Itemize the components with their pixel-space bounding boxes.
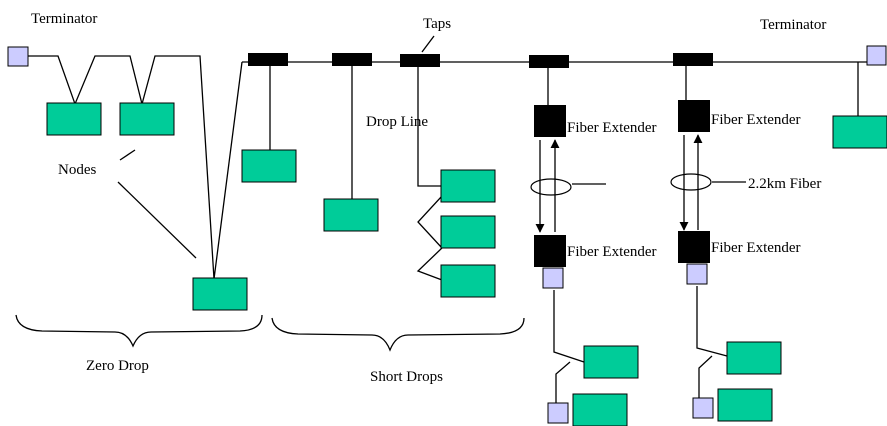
label-nodes: Nodes (58, 162, 96, 178)
fiber-extenders (534, 100, 710, 267)
node-short-drop-2 (323, 198, 379, 232)
label-fiber-extender-2-bottom: Fiber Extender (711, 240, 801, 256)
nodes-callout-2 (117, 181, 197, 259)
nodes (46, 102, 887, 426)
terminator-bottom-2 (692, 397, 714, 419)
terminator-extender-1 (542, 267, 564, 289)
fiber-bundle-ring-2 (670, 173, 712, 191)
tap-4 (529, 55, 569, 68)
node-zero-drop-1 (46, 102, 102, 136)
tap-5 (673, 53, 713, 66)
terminator-extender-2 (686, 263, 708, 285)
label-terminator-right: Terminator (760, 17, 826, 33)
node-extender-2b (717, 388, 773, 422)
short-drops-bracket (271, 317, 525, 352)
terminators (7, 45, 887, 424)
extender-1-to-node (553, 290, 585, 363)
label-fiber: 2.2km Fiber (748, 176, 821, 192)
nodes-callout-1 (119, 149, 136, 161)
taps (248, 53, 713, 68)
bus-left-segment (28, 55, 243, 280)
taps-callout (421, 35, 435, 53)
label-fiber-extender-1-top: Fiber Extender (567, 120, 657, 136)
label-terminator-left: Terminator (31, 11, 97, 27)
extender-2-to-terminal (698, 355, 713, 398)
extender-2-to-node (696, 286, 728, 357)
fiber-extender-1-bottom (534, 235, 566, 267)
node-short-drop-3b (440, 215, 496, 249)
fiber-bundle-ring-1 (530, 178, 572, 196)
tap-3 (400, 54, 440, 67)
node-extender-2a (726, 341, 782, 375)
terminator-bottom-1 (547, 402, 569, 424)
drop-line-tap-3 (416, 62, 443, 281)
node-extender-1b (572, 393, 628, 426)
fiber-extender-2-top (678, 100, 710, 132)
extender-1-to-terminal (555, 361, 571, 404)
node-short-drop-3c (440, 264, 496, 298)
tap-2 (332, 53, 372, 66)
label-fiber-extender-1-bottom: Fiber Extender (567, 244, 657, 260)
node-right-end (832, 115, 887, 149)
fiber-extender-1-top (534, 105, 566, 137)
node-zero-drop-2 (119, 102, 175, 136)
node-short-drop-1 (241, 149, 297, 183)
terminator-left (7, 46, 29, 67)
fiber-extender-2-bottom (678, 231, 710, 263)
zero-drop-bracket (15, 314, 263, 348)
label-fiber-extender-2-top: Fiber Extender (711, 112, 801, 128)
terminator-right (866, 45, 887, 66)
node-short-drop-3a (440, 169, 496, 203)
label-short-drops: Short Drops (370, 369, 443, 385)
brackets (15, 314, 525, 352)
label-drop-line: Drop Line (366, 114, 428, 130)
node-zero-drop-3 (192, 277, 248, 311)
label-taps: Taps (423, 16, 451, 32)
text-labels: Terminator Terminator Taps Drop Line Nod… (31, 11, 826, 385)
node-extender-1a (583, 345, 639, 379)
label-zero-drop: Zero Drop (86, 358, 149, 374)
tap-1 (248, 53, 288, 66)
